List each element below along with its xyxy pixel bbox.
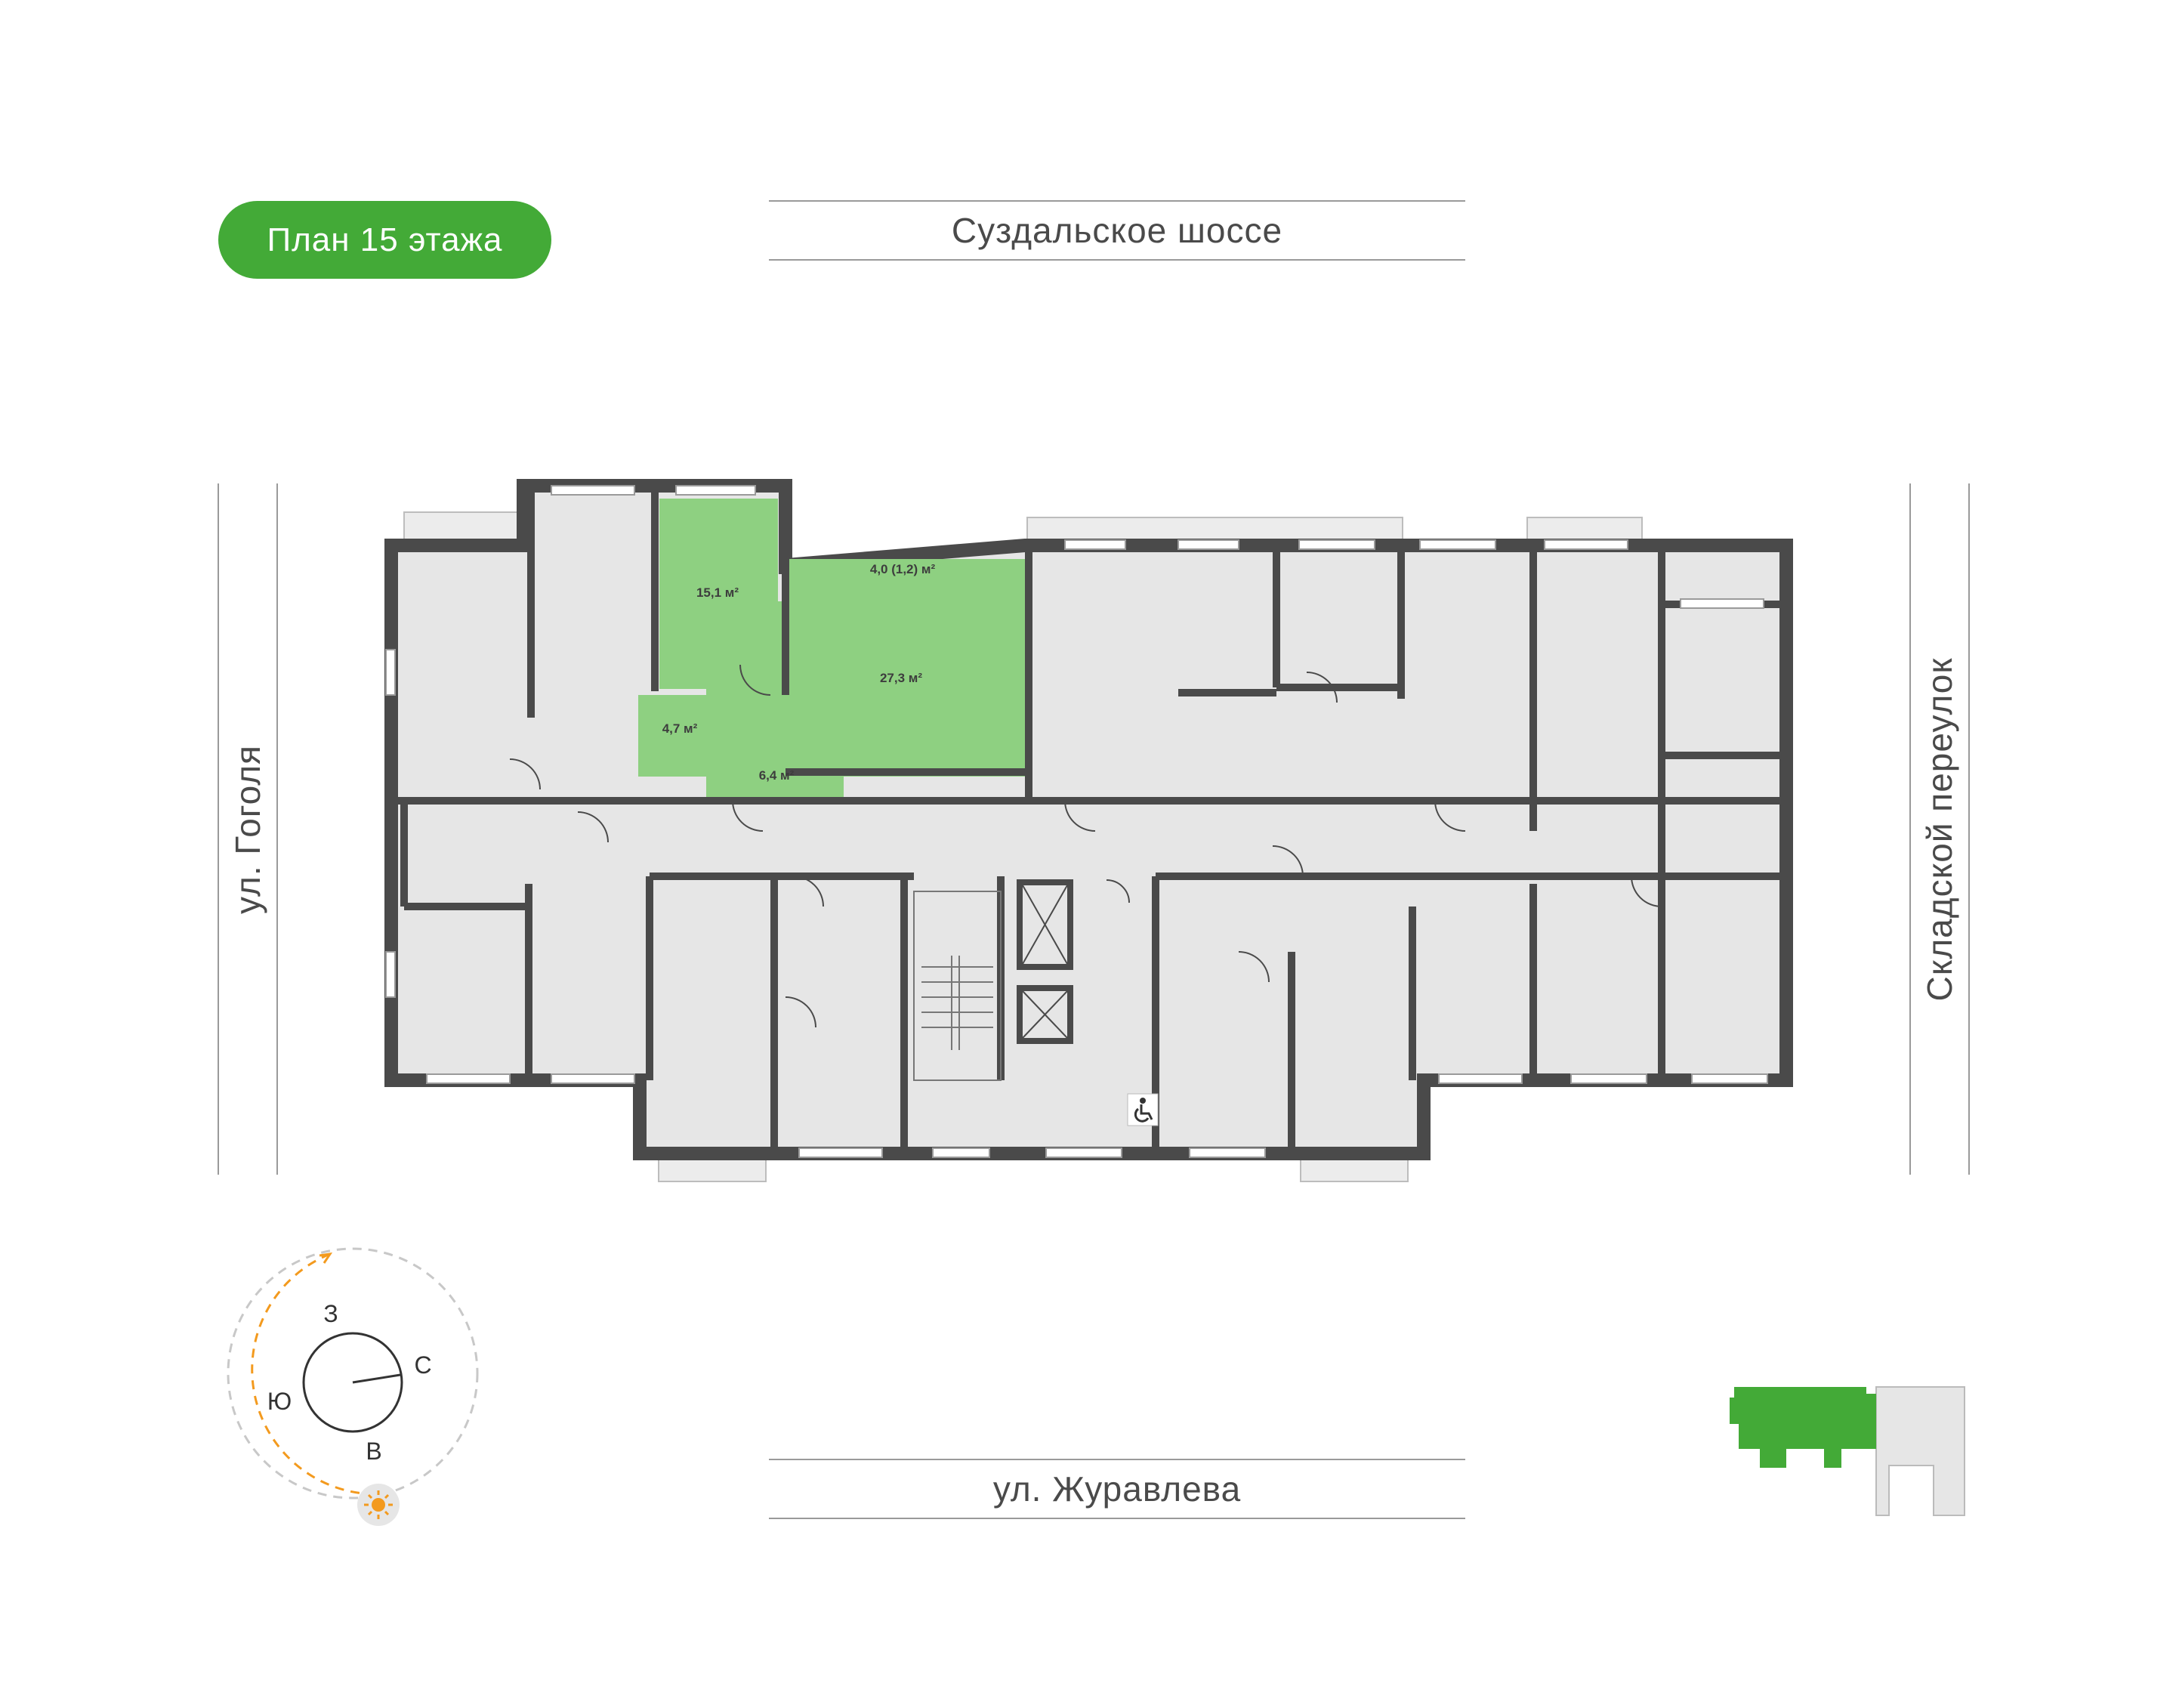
street-south-label: ул. Журавлева [992, 1469, 1242, 1509]
windows [385, 485, 1768, 1158]
area-hallway: 6,4 м² [759, 768, 795, 783]
area-balcony: 4,0 (1,2) м² [870, 562, 936, 576]
stairwell [913, 891, 1002, 1081]
area-room-1: 15,1 м² [696, 585, 739, 600]
compass-north: С [414, 1351, 431, 1379]
street-west: ул. Гоголя [218, 483, 278, 1175]
building-shell [384, 479, 1793, 1160]
compass-south: Ю [267, 1388, 292, 1415]
area-room-2: 27,3 м² [880, 671, 922, 685]
area-bathroom: 4,7 м² [662, 721, 698, 736]
compass-west: З [323, 1300, 338, 1327]
sun-icon [357, 1484, 400, 1526]
compass-east: В [366, 1438, 381, 1465]
street-north-label: Суздальское шоссе [951, 211, 1283, 250]
floor-plan-title-badge: План 15 этажа [218, 201, 551, 279]
elevators [1017, 879, 1073, 1044]
highlighted-apartment [638, 499, 1025, 798]
street-south: ул. Журавлева [769, 1459, 1465, 1519]
street-east: Складской переулок [1909, 483, 1970, 1175]
compass: З С Ю В [227, 1247, 479, 1500]
door-swings [509, 664, 1662, 1028]
floor-plan-title: План 15 этажа [267, 221, 503, 258]
key-plan-map [1730, 1386, 1965, 1516]
street-north: Суздальское шоссе [769, 200, 1465, 261]
wheelchair-icon [1127, 1093, 1159, 1126]
